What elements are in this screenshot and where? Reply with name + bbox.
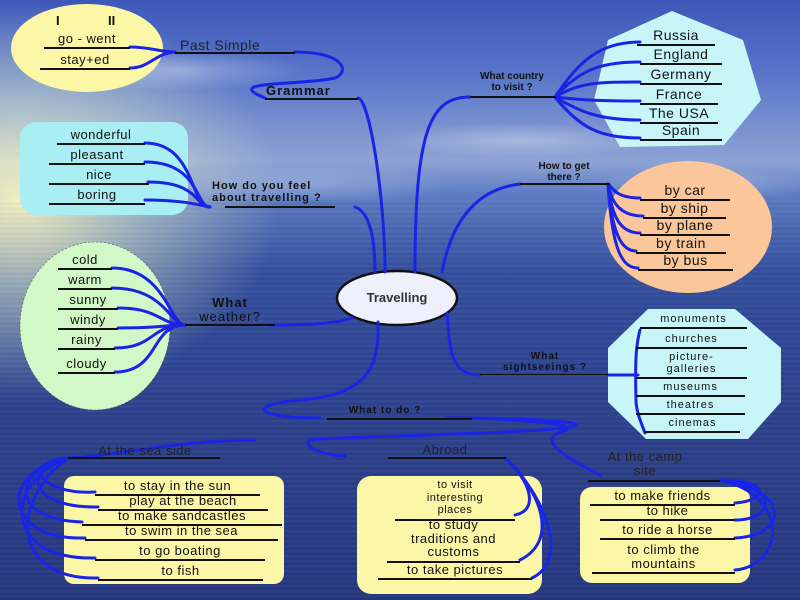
camp-item: to hike (600, 504, 735, 521)
abroad-underline (388, 457, 506, 459)
sights-item: monuments (640, 314, 747, 329)
grammar-col-1: I (56, 13, 60, 28)
grammar-item: stay+ed (40, 53, 130, 70)
country-item: Germany (640, 67, 722, 85)
link-feel-center (353, 205, 377, 274)
feel-underline (225, 206, 335, 208)
sights-label-line: sightseeings ? (502, 361, 587, 373)
weather-item: warm (58, 273, 112, 290)
sights-item: churches (636, 334, 747, 349)
camp-item: to make friends (590, 489, 735, 506)
sea-label: At the sea side (98, 443, 192, 458)
country-heptagon (594, 11, 761, 147)
country-item: The USA (640, 106, 718, 124)
abroad-item: to study traditions and customs (387, 518, 520, 563)
feel-label-line: about travelling ? (212, 191, 322, 204)
center-node-shape (335, 269, 459, 327)
transport-label-line: How to get (538, 161, 590, 172)
sea-box (64, 476, 284, 584)
feel-box (20, 122, 188, 215)
transport-item: by car (640, 183, 730, 201)
past-simple-underline (175, 52, 295, 54)
sights-item: cinemas (645, 418, 740, 433)
transport-item: by ship (643, 201, 726, 219)
link-grammar-stay (128, 50, 177, 70)
transport-item: by bus (638, 253, 733, 271)
center-node[interactable]: Travelling (366, 290, 428, 305)
todo-label: What to do ? (348, 405, 422, 416)
transport-item: by plane (640, 218, 730, 236)
link-sights-center (445, 311, 482, 377)
abroad-item: to take pictures (378, 563, 532, 580)
country-label: What country to visit ? (470, 71, 554, 93)
link-todo-center (262, 320, 380, 420)
camp-label-line: site (633, 462, 657, 478)
sea-underline (68, 457, 220, 459)
camp-box (580, 487, 750, 583)
feel-item: wonderful (57, 128, 145, 145)
camp-item: to ride a horse (600, 523, 735, 540)
country-label-line: What country (480, 71, 544, 82)
feel-label-line: How do you feel (212, 180, 312, 192)
past-simple-label: Past Simple (180, 37, 261, 53)
country-item: Spain (640, 123, 722, 141)
weather-underline (185, 324, 275, 326)
weather-item: windy (58, 313, 118, 330)
link-country-center (413, 95, 472, 274)
weather-item: cold (58, 253, 112, 270)
country-item: France (640, 87, 718, 105)
link-lines (17, 40, 776, 580)
transport-label-line: there ? (547, 171, 581, 183)
camp-label: At the camp site (590, 450, 700, 477)
grammar-underline (265, 98, 358, 100)
camp-label-line: At the camp (607, 449, 683, 464)
grammar-col-2: II (108, 13, 116, 28)
weather-label-line: What (212, 295, 248, 310)
country-item: Russia (637, 28, 715, 46)
sights-item: theatres (636, 400, 745, 415)
feel-item: boring (49, 188, 145, 205)
transport-circle (604, 161, 772, 293)
weather-item: cloudy (58, 357, 115, 374)
camp-underline (588, 480, 720, 482)
sea-item: to stay in the sun (95, 479, 260, 496)
link-past-grammar (250, 50, 344, 100)
grammar-item: go - went (44, 32, 130, 49)
feel-item: nice (49, 168, 149, 185)
sea-item: to make sandcastles (82, 509, 282, 526)
sea-item: to fish (98, 564, 263, 581)
weather-label: What weather? (185, 296, 275, 323)
weather-item: sunny (58, 293, 118, 310)
country-label-line: to visit ? (491, 81, 533, 93)
country-underline (470, 96, 556, 98)
abroad-item: to visit interesting places (395, 479, 515, 521)
sights-item: museums (636, 382, 745, 397)
abroad-label: Abroad (422, 442, 468, 457)
camp-item: to climb the mountains (592, 543, 735, 575)
weather-item: rainy (58, 333, 115, 350)
sights-label-line: What (530, 351, 560, 362)
sights-octagon (608, 309, 781, 439)
sights-item: picture- galleries (636, 351, 747, 380)
transport-item: by train (636, 236, 726, 254)
link-transport-center (440, 182, 522, 274)
weather-label-line: weather? (199, 308, 261, 324)
feel-item: pleasant (49, 148, 145, 165)
sights-underline (480, 374, 608, 375)
sea-item: to go boating (95, 544, 265, 561)
country-item: England (640, 47, 722, 65)
sea-item: to swim in the sea (85, 524, 278, 541)
grammar-label: Grammar (266, 83, 331, 98)
sea-item: play at the beach (98, 494, 268, 511)
transport-underline (520, 183, 610, 185)
abroad-box (357, 476, 542, 594)
sights-label: What sightseeings ? (480, 351, 610, 373)
feel-label: How do you feel about travelling ? (212, 180, 362, 204)
link-grammar-center (356, 96, 387, 274)
link-weather-center (268, 316, 354, 327)
transport-label: How to get there ? (520, 161, 608, 183)
todo-underline (327, 418, 472, 420)
